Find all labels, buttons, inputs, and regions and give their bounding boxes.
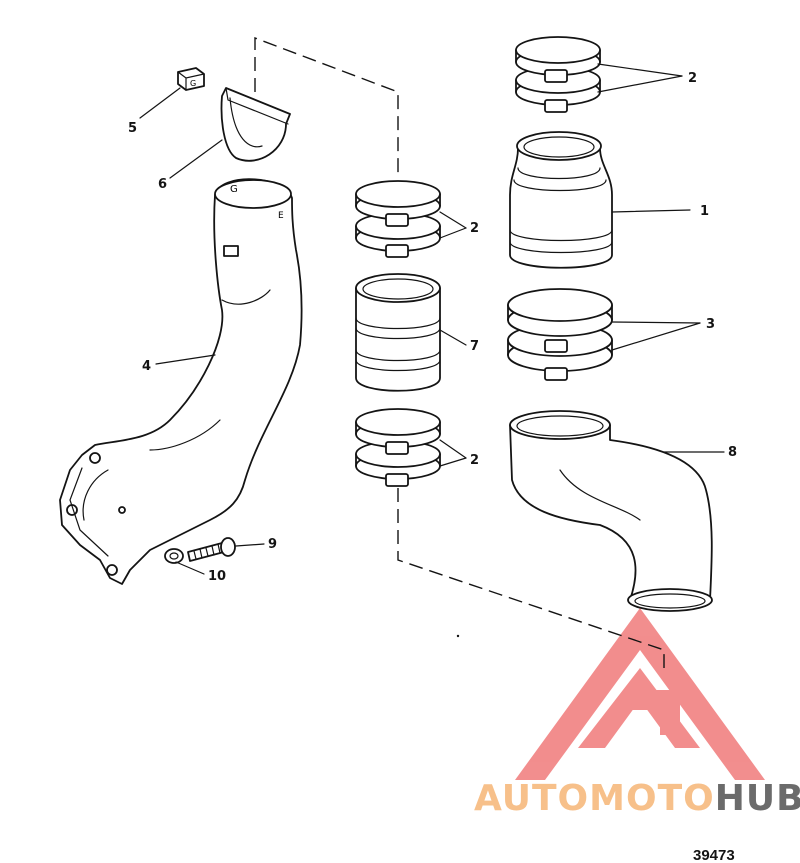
elbow-side-mark: E [278, 211, 284, 221]
part-9-bolt [187, 537, 236, 562]
part-5-clip: G [177, 67, 205, 91]
callout-10: 10 [208, 569, 226, 584]
watermark-text: AUTOMOTOHUB [474, 778, 800, 819]
elbow-top-mark: G [230, 184, 238, 195]
part-7-hose-center [355, 273, 441, 392]
callout-5: 5 [128, 121, 137, 136]
leader-lines [139, 63, 725, 575]
svg-text:AUTOMOTOHUB: AUTOMOTOHUB [474, 778, 800, 819]
watermark-text-part2: HUB [715, 778, 800, 819]
clip-mark: G [190, 79, 196, 88]
callout-9: 9 [268, 537, 277, 552]
watermark-text-part1: AUTOMOTO [474, 778, 715, 819]
callout-2-upper-center: 2 [470, 221, 479, 236]
callout-8: 8 [728, 445, 737, 460]
callout-6: 6 [158, 177, 167, 192]
part-3-clamps-right [507, 288, 613, 381]
stray-dot [456, 634, 460, 638]
callout-2-top-right: 2 [688, 71, 697, 86]
part-2-clamps-lower-center [355, 408, 441, 487]
part-8-elbow-pipe [509, 410, 713, 612]
watermark-logo [515, 608, 765, 780]
part-1-hose-right [509, 131, 613, 269]
assembly-dashed-lines [254, 36, 665, 668]
part-6-cover [220, 87, 291, 162]
part-2-clamps-upper-center [355, 180, 441, 258]
callout-1: 1 [700, 204, 709, 219]
part-10-nut [164, 548, 184, 564]
figure-number: 39473 [693, 847, 735, 863]
callout-4: 4 [142, 359, 151, 374]
callout-3: 3 [706, 317, 715, 332]
callout-2-lower-center: 2 [470, 453, 479, 468]
part-4-exhaust-elbow: G E [59, 178, 303, 585]
callout-labels: 1 2 2 2 3 4 5 6 7 8 9 10 [128, 71, 737, 584]
callout-7: 7 [470, 339, 479, 354]
part-2-clamps-upper-right [515, 36, 601, 113]
